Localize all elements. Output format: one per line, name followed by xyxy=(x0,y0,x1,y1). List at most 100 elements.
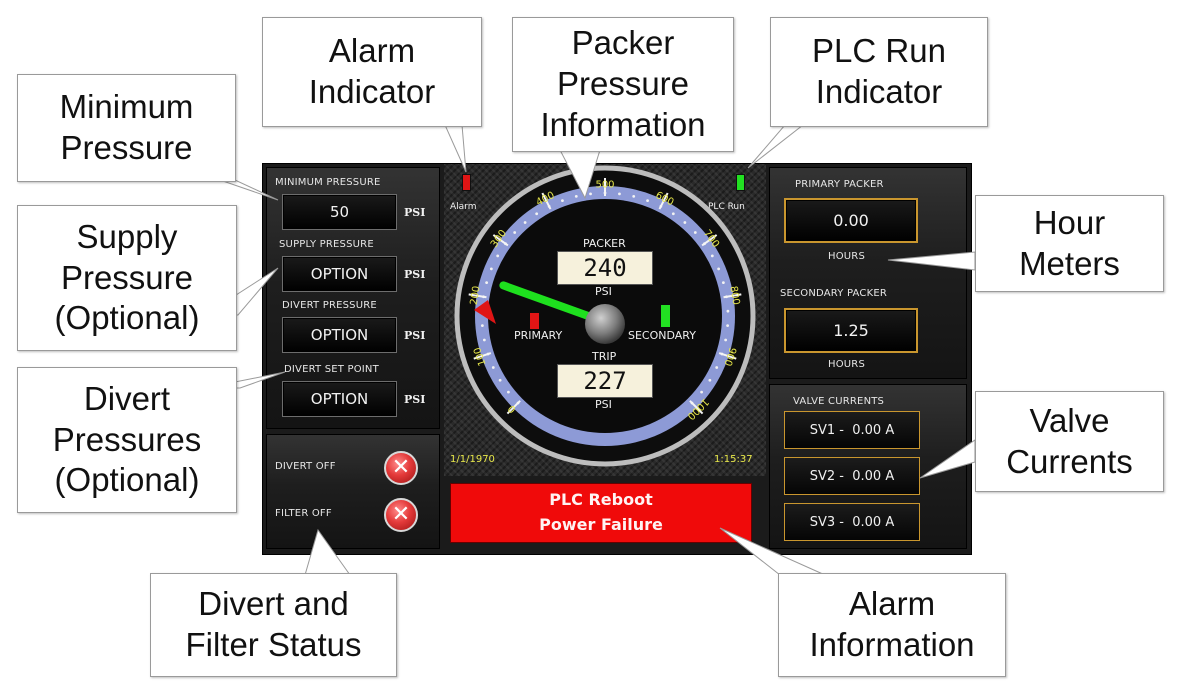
gauge-major-tick xyxy=(473,352,492,360)
gauge-minor-tick xyxy=(721,281,725,285)
gauge-hub xyxy=(585,304,625,344)
filter-status-x-icon[interactable]: ✕ xyxy=(384,498,418,532)
valve-currents-label: VALVE CURRENTS xyxy=(793,396,885,407)
gauge-minor-tick xyxy=(507,390,510,394)
alarm-line-1: PLC Reboot xyxy=(549,490,653,510)
divert-set-point-label: DIVERT SET POINT xyxy=(284,364,379,375)
callout-supply-pressure: Supply Pressure (Optional) xyxy=(17,205,237,351)
divert-status-x-icon[interactable]: ✕ xyxy=(384,451,418,485)
divert-pressure-label: DIVERT PRESSURE xyxy=(282,300,377,311)
gauge-minor-tick xyxy=(513,231,517,234)
secondary-packer-hours-field: 1.25 xyxy=(784,308,918,353)
gauge-minor-tick xyxy=(523,221,527,224)
minimum-pressure-unit: PSI xyxy=(404,206,426,219)
gauge-scale-label: 200 xyxy=(469,285,483,306)
hour-meters-panel: PRIMARY PACKER 0.00 HOURS SECONDARY PACK… xyxy=(769,167,967,379)
gauge-major-tick xyxy=(506,400,521,415)
callout-alarm-indicator: Alarm Indicator xyxy=(262,17,482,127)
date-display: 1/1/1970 xyxy=(450,454,495,465)
secondary-packer-unit: HOURS xyxy=(828,359,866,370)
gauge-minor-tick xyxy=(693,231,697,234)
divert-set-point-field[interactable]: OPTION xyxy=(282,381,397,417)
divert-status-label: DIVERT OFF xyxy=(275,461,336,472)
gauge-minor-tick xyxy=(671,212,675,216)
pressure-panel: MINIMUM PRESSURE 50 PSI SUPPLY PRESSURE … xyxy=(266,167,440,429)
status-panel: DIVERT OFF ✕ FILTER OFF ✕ xyxy=(266,434,440,549)
trip-unit: PSI xyxy=(595,398,612,411)
gauge-minor-tick xyxy=(535,212,539,216)
plc-run-led-label: PLC Run xyxy=(708,202,745,212)
primary-packer-hours-field: 0.00 xyxy=(784,198,918,243)
supply-pressure-field[interactable]: OPTION xyxy=(282,256,397,292)
valve-current-sv3: SV3 - 0.00 A xyxy=(784,503,920,541)
alarm-led-label: Alarm xyxy=(450,202,477,212)
gauge-scale-label: 500 xyxy=(595,180,614,191)
gauge-minor-tick xyxy=(708,378,712,382)
primary-packer-unit: HOURS xyxy=(828,251,866,262)
filter-status-label: FILTER OFF xyxy=(275,508,332,519)
packer-label: PACKER xyxy=(583,237,626,250)
hmi-screen: MINIMUM PRESSURE 50 PSI SUPPLY PRESSURE … xyxy=(262,163,972,555)
callout-packer-pressure: Packer Pressure Information xyxy=(512,17,734,152)
valve-current-sv2: SV2 - 0.00 A xyxy=(784,457,920,495)
gauge-minor-tick xyxy=(589,192,592,196)
gauge-minor-tick xyxy=(632,194,636,198)
gauge-major-tick xyxy=(468,293,487,299)
gauge-minor-tick xyxy=(498,378,502,382)
gauge-minor-tick xyxy=(496,254,500,258)
gauge-major-tick xyxy=(701,234,718,247)
gauge-scale-label: 800 xyxy=(727,285,741,306)
packer-pressure-value: 240 xyxy=(557,251,653,285)
gauge-minor-tick xyxy=(683,221,687,224)
gauge-major-tick xyxy=(492,234,509,247)
callout-divert-pressures: Divert Pressures (Optional) xyxy=(17,367,237,513)
callout-plc-run-indicator: PLC Run Indicator xyxy=(770,17,988,127)
gauge-major-tick xyxy=(723,293,742,299)
divert-set-point-unit: PSI xyxy=(404,393,426,406)
gauge-minor-tick xyxy=(717,267,721,271)
supply-pressure-label: SUPPLY PRESSURE xyxy=(279,239,374,250)
primary-label: PRIMARY xyxy=(514,329,563,342)
divert-pressure-field[interactable]: OPTION xyxy=(282,317,397,353)
gauge-minor-tick xyxy=(618,192,621,196)
minimum-pressure-field[interactable]: 50 xyxy=(282,194,397,230)
gauge-minor-tick xyxy=(491,366,495,369)
trip-label: TRIP xyxy=(592,350,617,363)
minimum-pressure-label: MINIMUM PRESSURE xyxy=(275,177,381,188)
gauge-minor-tick xyxy=(726,324,730,328)
primary-packer-label: PRIMARY PACKER xyxy=(795,179,884,190)
primary-indicator-icon xyxy=(530,313,539,329)
gauge-minor-tick xyxy=(489,267,493,271)
gauge-minor-tick xyxy=(482,338,486,342)
gauge-major-tick xyxy=(658,192,669,210)
trip-pressure-value: 227 xyxy=(557,364,653,398)
alarm-led-icon xyxy=(462,174,471,191)
callout-hour-meters: Hour Meters xyxy=(975,195,1164,292)
valve-current-sv1: SV1 - 0.00 A xyxy=(784,411,920,449)
alarm-line-2: Power Failure xyxy=(539,515,663,534)
gauge-minor-tick xyxy=(646,199,649,203)
secondary-indicator-icon xyxy=(661,305,670,327)
secondary-packer-label: SECONDARY PACKER xyxy=(780,288,888,299)
secondary-label: SECONDARY xyxy=(628,329,696,342)
gauge-minor-tick xyxy=(574,194,578,198)
gauge-minor-tick xyxy=(715,366,719,369)
alarm-message-box: PLC Reboot Power Failure xyxy=(450,483,752,543)
gauge-major-tick xyxy=(689,400,704,415)
callout-valve-currents: Valve Currents xyxy=(975,391,1164,492)
gauge-minor-tick xyxy=(700,390,703,394)
gauge-major-tick xyxy=(541,192,552,210)
plc-run-led-icon xyxy=(736,174,745,191)
gauge-minor-tick xyxy=(561,199,564,203)
gauge-minor-tick xyxy=(485,281,489,285)
primary-marker-icon xyxy=(474,300,496,324)
gauge-minor-tick xyxy=(480,324,484,328)
valve-currents-panel: VALVE CURRENTS SV1 - 0.00 A SV2 - 0.00 A… xyxy=(769,384,967,549)
gauge-minor-tick xyxy=(724,338,728,342)
supply-pressure-unit: PSI xyxy=(404,268,426,281)
callout-alarm-information: Alarm Information xyxy=(778,573,1006,677)
gauge-minor-tick xyxy=(726,309,730,313)
callout-minimum-pressure: Minimum Pressure xyxy=(17,74,236,182)
